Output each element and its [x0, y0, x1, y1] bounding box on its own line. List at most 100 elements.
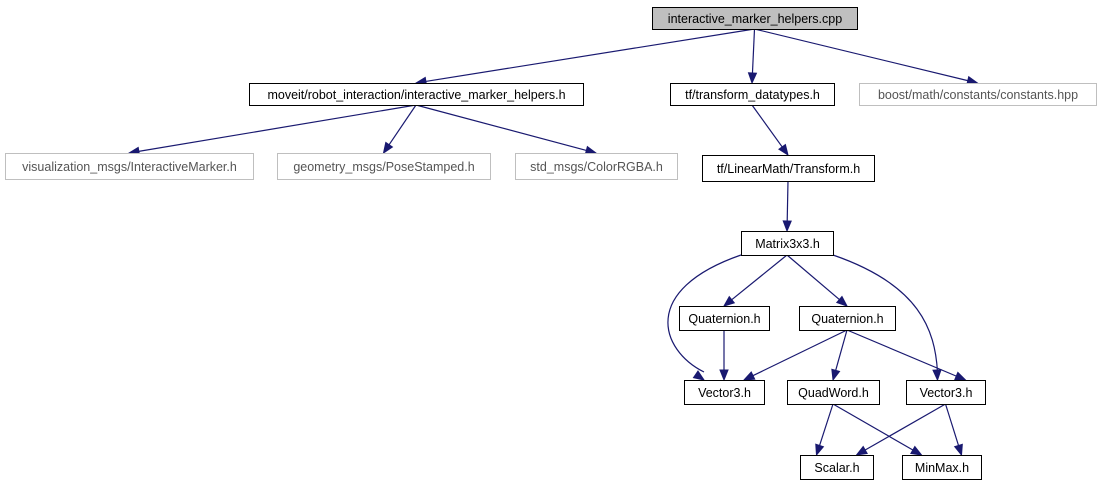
node-geo: geometry_msgs/PoseStamped.h: [277, 153, 491, 180]
edge-line: [786, 254, 841, 301]
node-label: Scalar.h: [814, 461, 859, 475]
arrowhead-icon: [782, 220, 792, 233]
arrowhead-icon: [742, 371, 756, 381]
node-label: geometry_msgs/PoseStamped.h: [293, 160, 474, 174]
arrowhead-icon: [815, 443, 825, 457]
node-box: [799, 306, 896, 331]
node-box: [249, 83, 584, 106]
edge-line: [832, 403, 915, 452]
edge-line: [415, 104, 588, 152]
node-quat2[interactable]: Quaternion.h: [799, 306, 896, 331]
node-box: [787, 380, 880, 405]
node-root[interactable]: interactive_marker_helpers.cpp: [652, 7, 858, 30]
node-box: [902, 455, 982, 480]
node-label: Matrix3x3.h: [755, 237, 820, 251]
arrowhead-icon: [719, 369, 729, 382]
node-box: [741, 231, 834, 256]
node-imh[interactable]: moveit/robot_interaction/interactive_mar…: [249, 83, 584, 106]
edge-root-to-imh: [414, 28, 755, 87]
node-vec1[interactable]: Vector3.h: [684, 380, 765, 405]
arrowhead-icon: [382, 141, 394, 155]
arrowhead-icon: [747, 72, 758, 85]
node-label: moveit/robot_interaction/interactive_mar…: [267, 88, 565, 102]
edge-line: [832, 254, 939, 373]
node-label: interactive_marker_helpers.cpp: [668, 12, 842, 26]
node-box: [702, 155, 875, 182]
edge-line: [864, 403, 946, 452]
edge-line: [751, 28, 756, 75]
arrowhead-icon: [953, 371, 967, 381]
node-label: tf/transform_datatypes.h: [685, 88, 820, 102]
arrowhead-icon: [692, 370, 706, 381]
edge-line: [834, 329, 848, 372]
arrowhead-icon: [831, 368, 841, 382]
edge-line: [730, 254, 788, 301]
node-label: visualization_msgs/InteractiveMarker.h: [22, 160, 237, 174]
node-scalar[interactable]: Scalar.h: [800, 455, 874, 480]
node-tfdt[interactable]: tf/transform_datatypes.h: [670, 83, 835, 106]
node-minmax[interactable]: MinMax.h: [902, 455, 982, 480]
arrowhead-icon: [778, 143, 789, 157]
node-label: MinMax.h: [915, 461, 969, 475]
node-box: [652, 7, 858, 30]
edge-imh-to-std: [415, 104, 598, 155]
node-label: QuadWord.h: [798, 386, 869, 400]
edge-qw-to-scalar: [815, 403, 834, 457]
nodes-layer: interactive_marker_helpers.cpp moveit/rob…: [5, 7, 1097, 480]
edge-mat-to-quat1: [722, 254, 788, 307]
node-label: std_msgs/ColorRGBA.h: [530, 160, 663, 174]
edge-imh-to-geo: [382, 104, 417, 155]
edges-layer: [127, 28, 979, 457]
edge-tfm-to-mat: [782, 180, 792, 233]
edge-qw-to-minmax: [832, 403, 923, 456]
node-box: [679, 306, 770, 331]
edge-quat2-to-qw: [831, 329, 848, 382]
arrowhead-icon: [910, 445, 923, 456]
node-mat[interactable]: Matrix3x3.h: [741, 231, 834, 256]
edge-line: [388, 104, 417, 146]
node-label: Vector3.h: [698, 386, 751, 400]
edge-line: [944, 403, 960, 447]
edge-vec2-to-scalar: [855, 403, 946, 456]
node-std: std_msgs/ColorRGBA.h: [515, 153, 678, 180]
arrowhead-icon: [722, 295, 736, 307]
node-label: Quaternion.h: [688, 312, 760, 326]
node-box: [906, 380, 986, 405]
node-quat1[interactable]: Quaternion.h: [679, 306, 770, 331]
edge-root-to-boost: [754, 28, 979, 86]
edge-quat2-to-vec1: [742, 329, 848, 381]
node-box: [859, 83, 1097, 106]
arrowhead-icon: [855, 445, 868, 456]
edge-line: [751, 104, 784, 149]
node-label: Quaternion.h: [811, 312, 883, 326]
edge-root-to-tfdt: [747, 28, 758, 85]
arrowhead-icon: [953, 443, 963, 457]
edge-line: [667, 254, 742, 373]
edge-imh-to-vis: [127, 104, 417, 156]
node-qw[interactable]: QuadWord.h: [787, 380, 880, 405]
node-box: [515, 153, 678, 180]
edge-vec2-to-minmax: [944, 403, 963, 457]
node-boost: boost/math/constants/constants.hpp: [859, 83, 1097, 106]
edge-mat-to-quat2: [786, 254, 849, 307]
edge-line: [754, 28, 969, 82]
edge-line: [818, 403, 834, 447]
node-vec2[interactable]: Vector3.h: [906, 380, 986, 405]
node-box: [684, 380, 765, 405]
edge-tfdt-to-tfm: [751, 104, 789, 157]
node-vis: visualization_msgs/InteractiveMarker.h: [5, 153, 254, 180]
edge-line: [846, 329, 958, 378]
edge-line: [751, 329, 848, 377]
node-box: [5, 153, 254, 180]
edge-quat1-to-vec1: [719, 330, 729, 382]
node-box: [800, 455, 874, 480]
edge-line: [786, 180, 789, 223]
arrowhead-icon: [932, 369, 942, 382]
node-label: Vector3.h: [920, 386, 973, 400]
node-box: [670, 83, 835, 106]
node-tfm[interactable]: tf/LinearMath/Transform.h: [702, 155, 875, 182]
edge-quat2-to-vec2: [846, 329, 967, 381]
node-box: [277, 153, 491, 180]
edge-mat-to-vec1: [667, 254, 742, 381]
